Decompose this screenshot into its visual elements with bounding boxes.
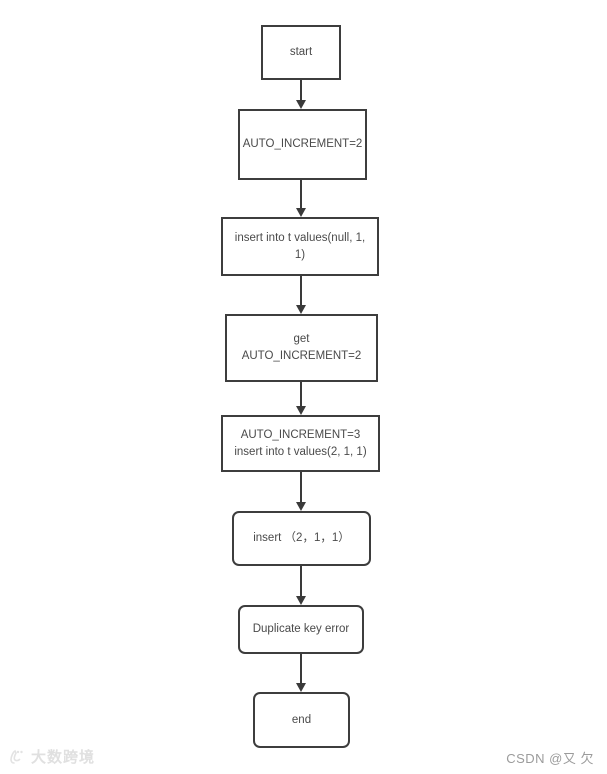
- flow-node-get-auto-increment-2: get AUTO_INCREMENT=2: [225, 314, 378, 382]
- arrow-start-to-auto-increment-2: [296, 80, 306, 109]
- arrow-shaft: [300, 276, 302, 305]
- flow-node-duplicate-key-error: Duplicate key error: [238, 605, 364, 654]
- arrow-shaft: [300, 382, 302, 406]
- arrow-shaft: [300, 472, 302, 502]
- arrow-insert-2-1-1-to-duplicate-key-error: [296, 566, 306, 605]
- watermark-csdn: CSDN @又 欠: [506, 751, 594, 766]
- flow-node-end: end: [253, 692, 350, 748]
- flow-node-start: start: [261, 25, 341, 80]
- arrowhead-down-icon: [296, 406, 306, 415]
- arrowhead-down-icon: [296, 596, 306, 605]
- arrow-get-auto-increment-to-auto-increment-3: [296, 382, 306, 415]
- watermark-logo-icon: [9, 748, 27, 766]
- arrow-shaft: [300, 654, 302, 683]
- arrow-shaft: [300, 180, 302, 208]
- arrow-auto-increment-2-to-insert-null: [296, 180, 306, 217]
- arrow-duplicate-key-error-to-end: [296, 654, 306, 692]
- arrow-insert-null-to-get-auto-increment: [296, 276, 306, 314]
- flow-node-auto-increment-3: AUTO_INCREMENT=3 insert into t values(2,…: [221, 415, 380, 472]
- watermark-bottom-left: 大数跨境: [9, 746, 95, 767]
- flow-node-insert-null: insert into t values(null, 1, 1): [221, 217, 379, 276]
- arrowhead-down-icon: [296, 208, 306, 217]
- arrowhead-down-icon: [296, 502, 306, 511]
- arrowhead-down-icon: [296, 683, 306, 692]
- flow-node-auto-increment-2: AUTO_INCREMENT=2: [238, 109, 367, 180]
- arrowhead-down-icon: [296, 305, 306, 314]
- arrow-shaft: [300, 80, 302, 100]
- arrowhead-down-icon: [296, 100, 306, 109]
- flow-node-insert-2-1-1: insert （2，1，1）: [232, 511, 371, 566]
- arrow-auto-increment-3-to-insert-2-1-1: [296, 472, 306, 511]
- arrow-shaft: [300, 566, 302, 596]
- watermark-left-text: 大数跨境: [31, 749, 96, 766]
